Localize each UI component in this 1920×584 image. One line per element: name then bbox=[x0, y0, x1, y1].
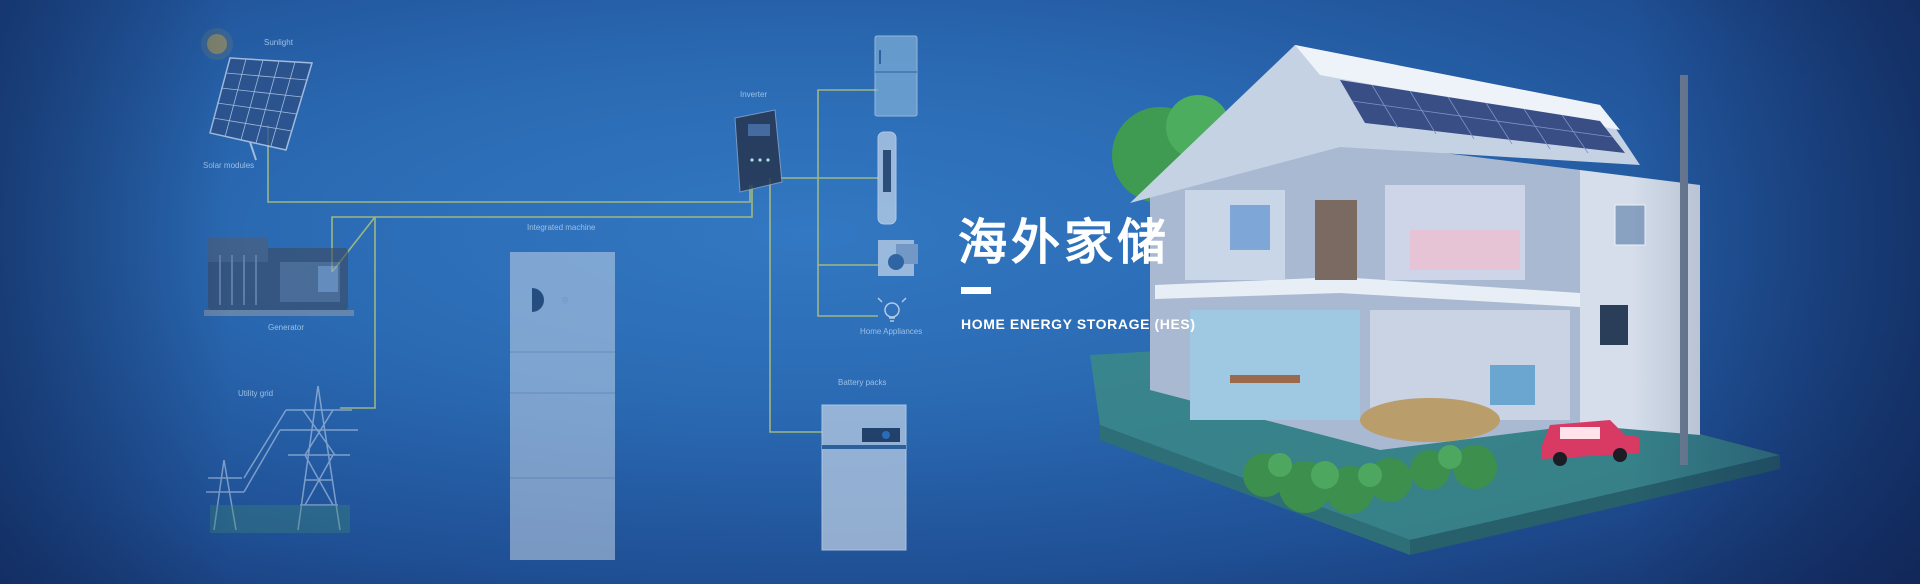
house-illustration bbox=[1090, 45, 1780, 555]
label-utility-grid: Utility grid bbox=[238, 389, 273, 398]
lightbulb-icon bbox=[877, 297, 907, 322]
hero-subtitle: HOME ENERGY STORAGE (HES) bbox=[961, 316, 1196, 332]
label-inverter: Inverter bbox=[740, 90, 767, 99]
hero-title: 海外家储 bbox=[958, 214, 1171, 271]
inverter-icon bbox=[734, 109, 783, 193]
sun-icon bbox=[201, 28, 233, 60]
grass-strip bbox=[210, 505, 350, 533]
label-integrated-machine: Integrated machine bbox=[527, 223, 596, 232]
label-generator: Generator bbox=[268, 323, 304, 332]
generator-icon bbox=[204, 238, 354, 316]
solar-panel-icon bbox=[209, 57, 313, 161]
battery-pack-icon bbox=[821, 404, 907, 551]
label-battery-packs: Battery packs bbox=[838, 378, 886, 387]
integrated-machine-icon: ⓘ bbox=[510, 252, 615, 560]
label-solar-modules: Solar modules bbox=[203, 161, 254, 170]
title-underline bbox=[961, 287, 991, 294]
svg-text:ⓘ: ⓘ bbox=[562, 297, 568, 305]
fridge-icon bbox=[874, 35, 918, 117]
label-home-appliances: Home Appliances bbox=[860, 327, 922, 336]
washer-icon bbox=[878, 240, 918, 276]
air-conditioner-icon bbox=[877, 131, 897, 225]
label-sunlight: Sunlight bbox=[264, 38, 294, 47]
